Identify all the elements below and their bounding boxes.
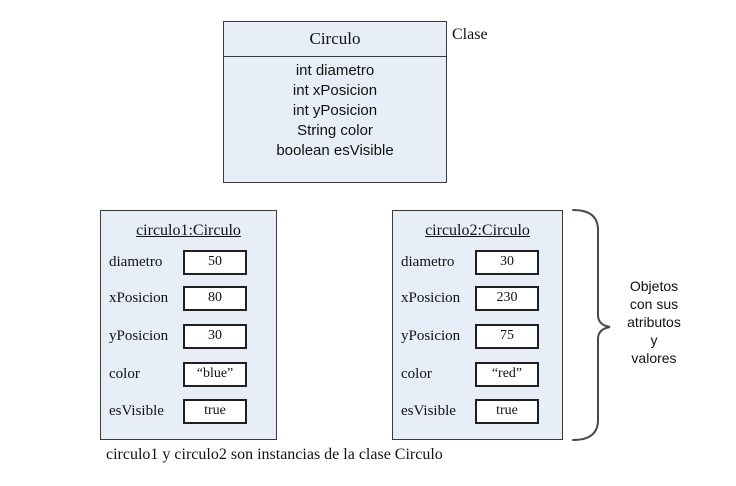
caption: circulo1 y circulo2 son instancias de la… xyxy=(106,446,443,463)
class-attribute: int yPosicion xyxy=(292,102,378,119)
field-value-box: 80 xyxy=(183,285,247,311)
field-label: yPosicion xyxy=(401,327,461,344)
field-value-box: “red” xyxy=(475,361,539,387)
class-attribute: String color xyxy=(297,122,373,139)
field-row: yPosicion 75 xyxy=(401,323,556,349)
class-attribute-list: int diametro int xPosicion int yPosicion… xyxy=(224,57,446,161)
field-value-box: true xyxy=(475,398,539,424)
field-row: xPosicion 230 xyxy=(401,285,556,311)
field-label: xPosicion xyxy=(109,289,169,306)
field-row: yPosicion 30 xyxy=(109,323,270,349)
field-row: esVisible true xyxy=(109,398,270,424)
brace-annotation: Objetos con sus atributos y valores xyxy=(627,278,681,366)
field-label: esVisible xyxy=(109,402,164,419)
class-attribute: boolean esVisible xyxy=(276,142,394,159)
object-title: circulo1:Circulo xyxy=(136,222,241,239)
object-box-circulo1: circulo1:Circulo diametro 50 xPosicion 8… xyxy=(100,210,277,440)
field-row: diametro 30 xyxy=(401,249,556,275)
field-value-box: “blue” xyxy=(183,361,247,387)
object-title: circulo2:Circulo xyxy=(425,222,530,239)
field-label: yPosicion xyxy=(109,327,169,344)
field-label: esVisible xyxy=(401,402,456,419)
curly-brace-icon xyxy=(572,209,611,441)
field-value-box: 230 xyxy=(475,285,539,311)
field-row: esVisible true xyxy=(401,398,556,424)
field-row: color “red” xyxy=(401,361,556,387)
field-label: diametro xyxy=(401,253,455,270)
field-label: xPosicion xyxy=(401,289,461,306)
field-value-box: 75 xyxy=(475,323,539,349)
field-value-box: 50 xyxy=(183,249,247,275)
field-label: diametro xyxy=(109,253,163,270)
field-row: color “blue” xyxy=(109,361,270,387)
object-box-circulo2: circulo2:Circulo diametro 30 xPosicion 2… xyxy=(392,210,563,440)
field-row: xPosicion 80 xyxy=(109,285,270,311)
clase-label: Clase xyxy=(452,26,488,43)
field-row: diametro 50 xyxy=(109,249,270,275)
field-label: color xyxy=(401,365,432,382)
class-attribute: int xPosicion xyxy=(292,82,378,99)
field-label: color xyxy=(109,365,140,382)
class-attribute: int diametro xyxy=(295,62,375,79)
class-title: Circulo xyxy=(224,22,446,57)
field-value-box: 30 xyxy=(183,323,247,349)
class-box-circulo: Circulo int diametro int xPosicion int y… xyxy=(223,21,447,183)
field-value-box: 30 xyxy=(475,249,539,275)
field-value-box: true xyxy=(183,398,247,424)
